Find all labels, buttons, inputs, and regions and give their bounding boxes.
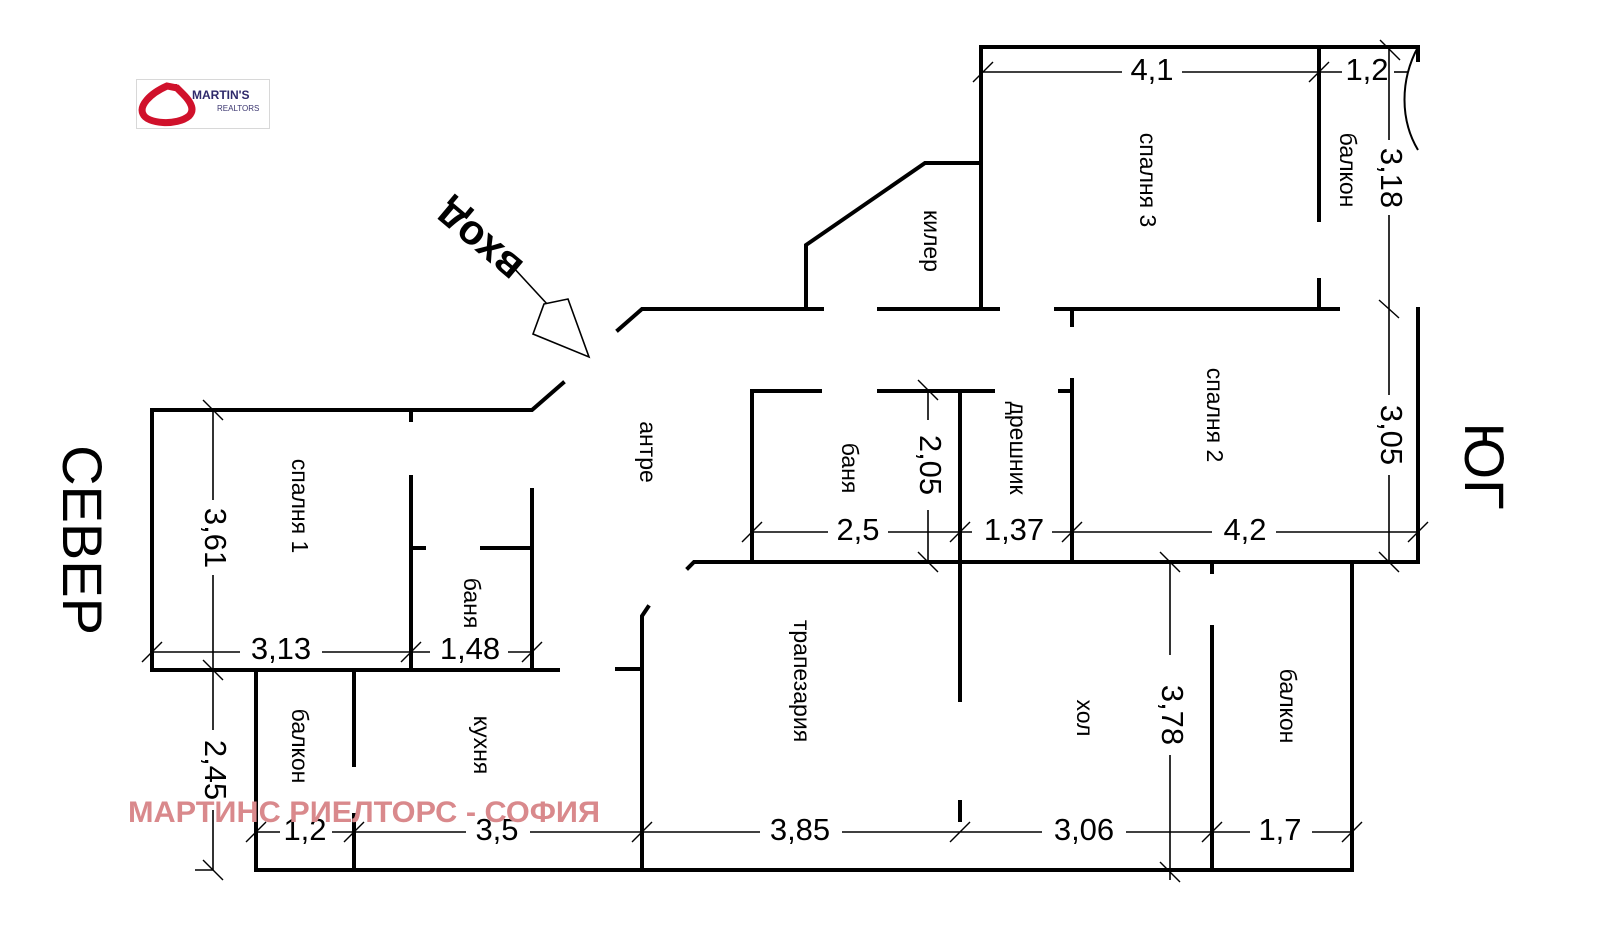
- room-balcony-south: балкон: [1275, 669, 1301, 744]
- dim-balcony-south-width: 1,7: [1258, 812, 1301, 847]
- walls: [150, 45, 1420, 872]
- room-wardrobe: дрешник: [1005, 401, 1031, 495]
- dim-bedroom3-width: 4,1: [1130, 52, 1173, 87]
- dim-kitchen-width: 3,5: [475, 812, 518, 847]
- dim-living-width: 3,06: [1054, 812, 1114, 847]
- dim-bath-north-width: 1,48: [440, 631, 500, 666]
- room-living: хол: [1072, 700, 1098, 737]
- dim-bedroom2-depth: 3,05: [1374, 405, 1409, 465]
- dim-dining-width: 3,85: [770, 812, 830, 847]
- dim-bedroom3-depth: 3,18: [1374, 148, 1409, 208]
- dim-bath-center-depth: 2,05: [913, 435, 948, 495]
- room-kitchen: кухня: [469, 716, 495, 774]
- room-hall-entry: антре: [635, 421, 661, 483]
- company-logo: MARTIN'S REALTORS: [136, 79, 270, 129]
- entrance-label: вход: [424, 192, 531, 292]
- room-bedroom2: спалня 2: [1202, 368, 1228, 463]
- compass-south: ЮГ: [1453, 423, 1516, 510]
- house-logo-icon: [138, 82, 196, 126]
- dim-wardrobe-width: 1,37: [984, 512, 1044, 547]
- dim-bath-center-width: 2,5: [836, 512, 879, 547]
- dim-balcony-north-width: 1,2: [283, 812, 326, 847]
- dim-bedroom1-width: 3,13: [251, 631, 311, 666]
- dim-bedroom2-width: 4,2: [1223, 512, 1266, 547]
- dim-bedroom1-depth: 3,61: [198, 508, 233, 568]
- room-bathroom-north: баня: [459, 578, 485, 629]
- logo-subtitle: REALTORS: [217, 104, 260, 113]
- room-closet: килер: [919, 210, 945, 272]
- room-bathroom-center: баня: [837, 443, 863, 494]
- watermark: МАРТИНС РИЕЛТОРС - СОФИЯ: [128, 796, 600, 829]
- room-balcony-bedroom3: балкон: [1335, 133, 1361, 208]
- logo-name: MARTIN'S: [192, 88, 250, 102]
- dim-living-depth: 3,78: [1155, 685, 1190, 745]
- compass-north: СЕВЕР: [51, 445, 114, 635]
- dimension-lines: [141, 39, 1429, 883]
- room-dining: трапезария: [789, 620, 815, 742]
- dim-kitchen-depth: 2,45: [198, 740, 233, 800]
- entrance-arrow-icon: [511, 265, 591, 359]
- dim-balcony3-width: 1,2: [1345, 52, 1388, 87]
- room-bedroom1: спалня 1: [287, 459, 313, 554]
- room-balcony-north: балкон: [287, 709, 313, 784]
- room-bedroom3: спалня 3: [1135, 133, 1161, 228]
